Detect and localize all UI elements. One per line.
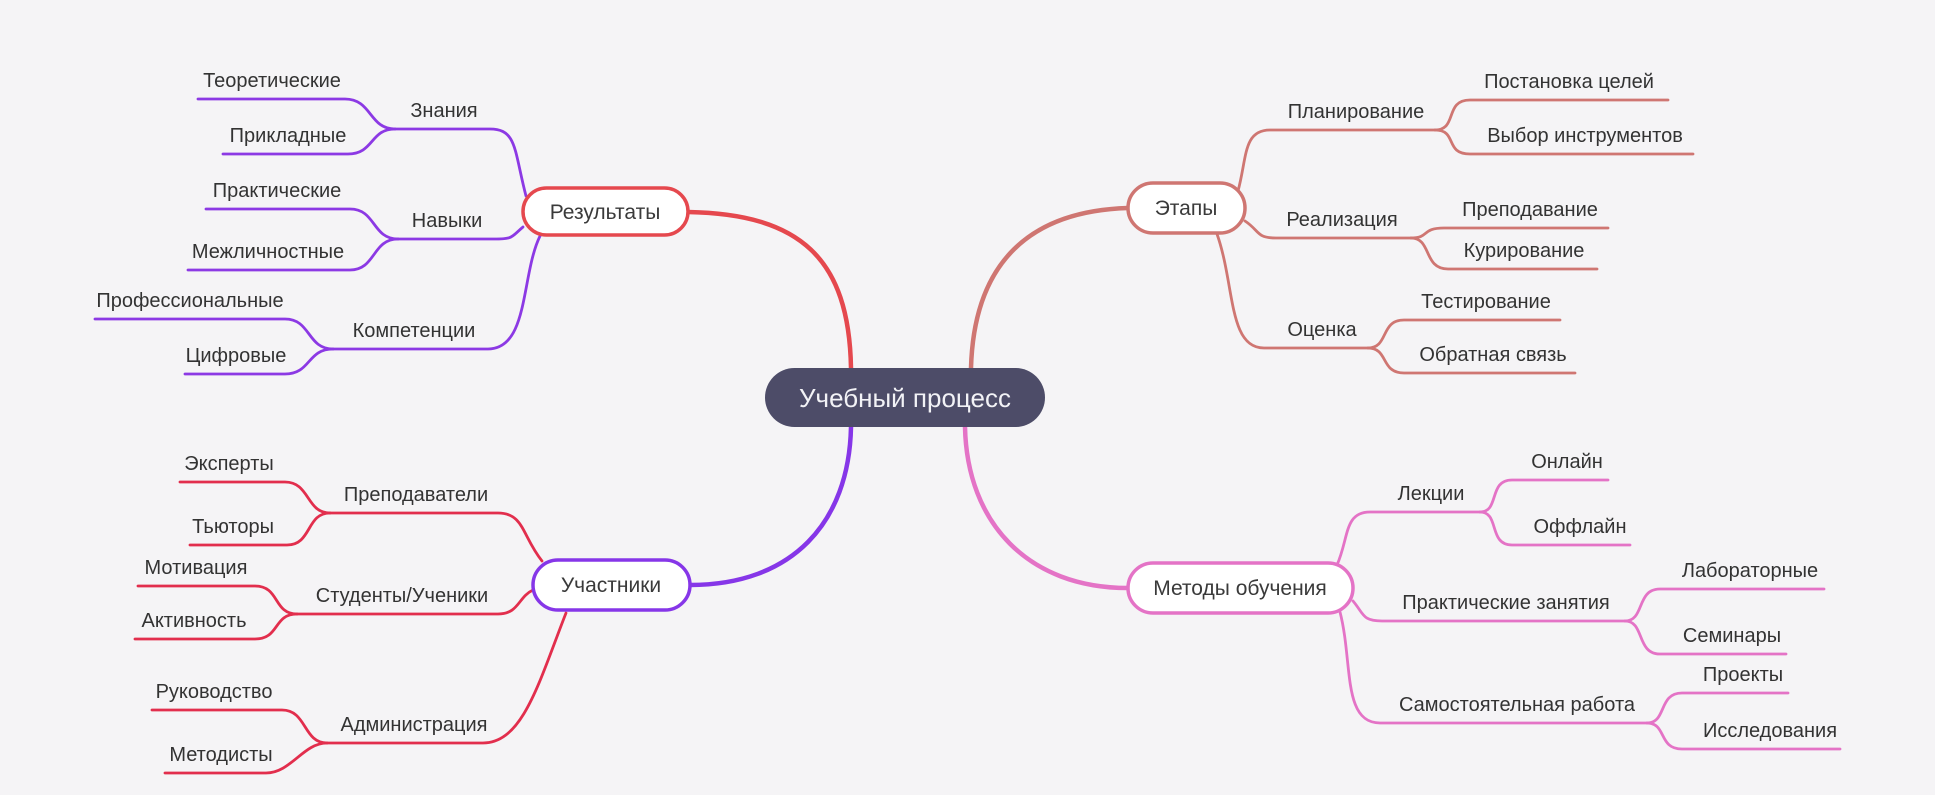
label-teaching: Преподавание <box>1462 199 1598 221</box>
label-planning: Планирование <box>1288 101 1425 123</box>
edge-practical-classes <box>1351 599 1627 623</box>
label-methodists: Методисты <box>169 744 272 766</box>
edge-laboratory <box>1623 587 1826 623</box>
edge-knowledge <box>393 127 528 198</box>
label-projects: Проекты <box>1703 664 1783 686</box>
node-root[interactable]: Учебный процесс <box>765 368 1045 427</box>
edge-motivation <box>136 584 299 616</box>
edge-activity <box>133 612 299 641</box>
label-digital: Цифровые <box>186 345 287 367</box>
edge-lectures <box>1335 510 1482 567</box>
node-stages[interactable]: Этапы <box>1126 181 1247 235</box>
label-practical-classes: Практические занятия <box>1402 592 1609 614</box>
node-results-shape[interactable] <box>521 186 690 237</box>
node-participants-shape[interactable] <box>531 558 692 612</box>
label-laboratory: Лабораторные <box>1682 560 1818 582</box>
branch-methods: Лекции Онлайн Оффлайн Практические занят… <box>1126 451 1842 751</box>
edge-teachers <box>328 511 544 563</box>
label-experts: Эксперты <box>184 453 274 475</box>
label-testing: Тестирование <box>1421 291 1551 313</box>
edge-administration <box>325 611 568 745</box>
node-participants-label: Участники <box>561 574 661 597</box>
label-feedback: Обратная связь <box>1419 344 1566 366</box>
branch-participants: Преподаватели Эксперты Тьюторы Студенты/… <box>133 453 692 775</box>
edge-interpersonal <box>186 237 400 272</box>
edge-root-methods <box>962 424 1131 591</box>
label-practical-skills: Практические <box>213 180 342 202</box>
edge-applied <box>221 127 397 156</box>
label-motivation: Мотивация <box>145 557 248 579</box>
edge-implementation <box>1243 219 1413 240</box>
label-seminars: Семинары <box>1683 625 1781 647</box>
edge-digital <box>183 347 335 376</box>
label-implementation: Реализация <box>1286 209 1397 231</box>
label-competencies: Компетенции <box>353 320 476 342</box>
edge-methodists <box>163 741 329 775</box>
edge-independent-work <box>1338 610 1649 725</box>
edge-skills <box>396 225 525 241</box>
edge-practical-skills <box>204 207 400 241</box>
edge-testing <box>1366 318 1562 350</box>
edge-tool-selection <box>1433 128 1695 156</box>
edge-teaching <box>1409 226 1610 240</box>
node-methods[interactable]: Методы обучения <box>1126 561 1355 615</box>
label-leadership: Руководство <box>156 681 273 703</box>
branch-results: Знания Теоретические Прикладные Навыки П… <box>93 70 690 376</box>
label-applied: Прикладные <box>230 125 347 147</box>
label-independent-work: Самостоятельная работа <box>1399 694 1636 716</box>
edge-planning <box>1236 128 1437 193</box>
node-stages-label: Этапы <box>1155 197 1218 220</box>
edge-root-stages <box>968 205 1131 371</box>
edge-curation <box>1409 236 1599 271</box>
edge-evaluation <box>1215 232 1370 350</box>
label-tutors: Тьюторы <box>192 516 274 538</box>
label-professional: Профессиональные <box>96 290 283 312</box>
edge-root-results <box>685 209 854 371</box>
label-interpersonal: Межличностные <box>192 241 344 263</box>
node-stages-shape[interactable] <box>1126 181 1247 235</box>
label-offline: Оффлайн <box>1533 516 1626 538</box>
edge-seminars <box>1623 619 1788 656</box>
label-research: Исследования <box>1703 720 1837 742</box>
edge-goal-setting <box>1433 98 1670 132</box>
edge-tutors <box>188 511 332 547</box>
node-root-label: Учебный процесс <box>799 383 1011 413</box>
label-theoretical: Теоретические <box>203 70 341 92</box>
edge-research <box>1645 721 1842 751</box>
node-results-label: Результаты <box>550 201 661 224</box>
label-administration: Администрация <box>340 714 487 736</box>
node-methods-label: Методы обучения <box>1153 577 1327 600</box>
edge-offline <box>1478 510 1632 547</box>
label-activity: Активность <box>141 610 246 632</box>
label-skills: Навыки <box>412 210 483 232</box>
label-lectures: Лекции <box>1398 483 1465 505</box>
label-goal-setting: Постановка целей <box>1484 71 1654 93</box>
edge-students <box>295 588 535 616</box>
branch-stages: Планирование Постановка целей Выбор инст… <box>1126 71 1695 375</box>
label-teachers: Преподаватели <box>344 484 488 506</box>
edge-online <box>1478 478 1610 514</box>
label-students: Студенты/Ученики <box>316 585 488 607</box>
label-evaluation: Оценка <box>1287 319 1357 341</box>
node-methods-shape[interactable] <box>1126 561 1355 615</box>
edge-theoretical <box>196 97 397 131</box>
edge-root-participants <box>687 424 854 588</box>
label-online: Онлайн <box>1531 451 1603 473</box>
label-tool-selection: Выбор инструментов <box>1487 125 1683 147</box>
node-results[interactable]: Результаты <box>521 186 690 237</box>
edge-competencies <box>331 234 542 351</box>
edge-feedback <box>1366 346 1577 375</box>
node-root-shape[interactable] <box>765 368 1045 427</box>
label-curation: Курирование <box>1464 240 1585 262</box>
label-knowledge: Знания <box>410 100 477 122</box>
node-participants[interactable]: Участники <box>531 558 692 612</box>
edge-leadership <box>150 708 329 745</box>
edge-projects <box>1645 691 1790 725</box>
edge-experts <box>178 480 332 515</box>
edge-professional <box>93 317 335 351</box>
